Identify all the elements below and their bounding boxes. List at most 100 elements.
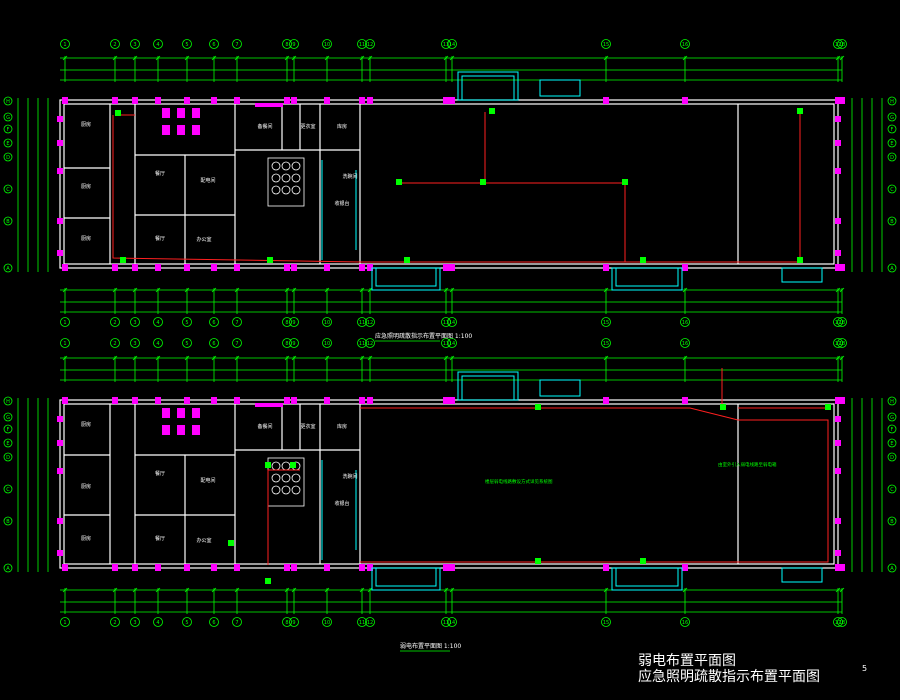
axis-bubble bbox=[60, 617, 70, 627]
axis-bubble bbox=[322, 617, 332, 627]
axis-bubble bbox=[837, 317, 847, 327]
axis-bubble bbox=[60, 317, 70, 327]
axis-number: 12 bbox=[367, 320, 373, 326]
axis-number: 6 bbox=[212, 320, 215, 326]
axis-bubble bbox=[357, 317, 367, 327]
room-label: 收银台 bbox=[334, 500, 349, 507]
axis-number: 14 bbox=[449, 620, 455, 626]
axis-number: 13 bbox=[443, 320, 449, 326]
axis-bubble bbox=[3, 452, 13, 462]
axis-number: 3 bbox=[133, 341, 136, 347]
axis-bubble bbox=[282, 617, 292, 627]
axis-bubble bbox=[130, 617, 140, 627]
plan-bottom-caption: 弱电布置平面图 1:100 bbox=[400, 642, 461, 650]
axis-bubble bbox=[887, 96, 897, 106]
axis-bubble bbox=[3, 563, 13, 573]
axis-bubble bbox=[680, 617, 690, 627]
axis-number: 5 bbox=[185, 341, 188, 347]
axis-bubble bbox=[232, 39, 242, 49]
axis-bubble bbox=[182, 338, 192, 348]
axis-letter: C bbox=[6, 487, 10, 493]
axis-bubble bbox=[887, 484, 897, 494]
axis-bubble bbox=[110, 317, 120, 327]
axis-number: 2 bbox=[113, 42, 116, 48]
axis-letter: D bbox=[6, 455, 10, 461]
axis-bubble bbox=[3, 184, 13, 194]
plan-note: 楼层弱电线路敷设方式详见系统图 bbox=[485, 478, 553, 485]
axis-number: 14 bbox=[449, 341, 455, 347]
axis-bubble bbox=[322, 39, 332, 49]
axis-bubble bbox=[3, 138, 13, 148]
axis-bubble bbox=[60, 338, 70, 348]
axis-number: 11 bbox=[359, 42, 365, 48]
room-label: 办公室 bbox=[196, 537, 211, 544]
axis-letter: A bbox=[890, 266, 894, 272]
axis-bubble bbox=[601, 317, 611, 327]
axis-bubble bbox=[289, 39, 299, 49]
axis-bubble bbox=[282, 338, 292, 348]
weak-current-circuit bbox=[267, 368, 829, 565]
axis-number: 10 bbox=[324, 620, 330, 626]
axis-number: 18 bbox=[839, 620, 845, 626]
axis-bubble bbox=[322, 317, 332, 327]
room-label: 厨房 bbox=[81, 535, 91, 542]
axis-bubble bbox=[60, 39, 70, 49]
axis-letter: C bbox=[890, 187, 894, 193]
axis-bubble bbox=[289, 338, 299, 348]
axis-number: 10 bbox=[324, 42, 330, 48]
axis-bubble bbox=[447, 317, 457, 327]
room-label: 办公室 bbox=[196, 236, 211, 243]
axis-number: 1 bbox=[63, 320, 66, 326]
axis-bubble bbox=[365, 317, 375, 327]
axis-bubble bbox=[3, 396, 13, 406]
axis-bubble bbox=[357, 617, 367, 627]
axis-number: 1 bbox=[63, 42, 66, 48]
windows bbox=[321, 371, 823, 591]
axis-bubble bbox=[887, 516, 897, 526]
room-label: 厨房 bbox=[81, 421, 91, 428]
axis-number: 5 bbox=[185, 320, 188, 326]
axis-number: 18 bbox=[839, 341, 845, 347]
axis-letter: F bbox=[7, 127, 10, 133]
axis-letter: C bbox=[6, 187, 10, 193]
axis-number: 9 bbox=[292, 341, 295, 347]
axis-number: 7 bbox=[235, 620, 238, 626]
axis-letter: H bbox=[6, 399, 10, 405]
plan-top-emergency-lighting bbox=[57, 55, 845, 314]
axis-letter: F bbox=[891, 127, 894, 133]
columns bbox=[57, 397, 845, 571]
axis-letter: C bbox=[890, 487, 894, 493]
axis-number: 7 bbox=[235, 341, 238, 347]
axis-letter: G bbox=[890, 415, 894, 421]
axis-bubble bbox=[441, 338, 451, 348]
axis-number: 6 bbox=[212, 42, 215, 48]
axis-bubble bbox=[3, 516, 13, 526]
axis-number: 13 bbox=[443, 42, 449, 48]
room-label: 收银台 bbox=[334, 200, 349, 207]
axis-bubble bbox=[447, 338, 457, 348]
room-label: 厨房 bbox=[81, 183, 91, 190]
axis-bubble bbox=[601, 39, 611, 49]
stove-grid bbox=[267, 157, 305, 207]
axis-bubble bbox=[209, 317, 219, 327]
axis-bubble bbox=[833, 39, 843, 49]
axis-bubble bbox=[153, 317, 163, 327]
axis-bubble bbox=[289, 317, 299, 327]
axis-bubble bbox=[3, 438, 13, 448]
axis-number: 3 bbox=[133, 620, 136, 626]
axis-bubble bbox=[441, 617, 451, 627]
axis-number: 15 bbox=[603, 42, 609, 48]
axis-number: 13 bbox=[443, 620, 449, 626]
axis-number: 15 bbox=[603, 620, 609, 626]
axis-letter: H bbox=[890, 399, 894, 405]
emergency-circuit bbox=[112, 112, 801, 263]
axis-bubble bbox=[3, 263, 13, 273]
axis-bubble bbox=[3, 216, 13, 226]
room-label: 配电间 bbox=[200, 177, 215, 184]
axis-number: 11 bbox=[359, 341, 365, 347]
axis-number: 13 bbox=[443, 341, 449, 347]
axis-letter: E bbox=[6, 441, 9, 447]
axis-number: 7 bbox=[235, 320, 238, 326]
axis-letter: E bbox=[890, 141, 893, 147]
